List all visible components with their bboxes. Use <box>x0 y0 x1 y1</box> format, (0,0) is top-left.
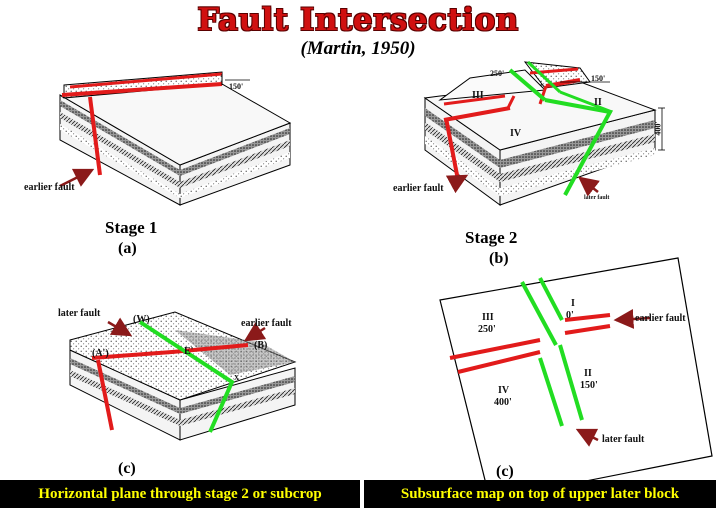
banner-right: Subsurface map on top of upper later blo… <box>364 480 716 508</box>
map-block-IV-name: IV <box>498 385 510 396</box>
slide-title: Fault Intersection <box>197 2 519 38</box>
banner-left: Horizontal plane through stage 2 or subc… <box>0 480 360 508</box>
panel-b-throw-1: 250' <box>490 69 505 78</box>
panel-c-left-block <box>69 311 297 441</box>
map-block-II-value: 150' <box>580 380 598 391</box>
panel-b-earlier-fault-label: earlier fault <box>393 183 444 194</box>
panel-c-left-point-b: (B) <box>254 340 268 351</box>
map-block-II-name: II <box>584 368 592 379</box>
panel-c-left-point-a: (A') <box>92 348 109 359</box>
panel-a-sub-label: (a) <box>118 240 137 257</box>
panel-b-stage-label: Stage 2 <box>465 228 518 247</box>
panel-a-earlier-fault-label: earlier fault <box>24 182 75 193</box>
panel-b-sub-label: (b) <box>489 250 509 267</box>
panel-b-block <box>423 60 665 206</box>
panel-b-depth-label: 400' <box>653 121 663 136</box>
panel-c-right-map <box>439 257 713 501</box>
panel-c-left-point-w: (W) <box>133 314 150 325</box>
panel-b-block-II: II <box>594 97 602 108</box>
panel-c-right-later-fault-label: later fault <box>602 434 645 445</box>
panel-b-throw-2: 150' <box>591 74 606 83</box>
map-block-I-value: 0' <box>566 310 574 321</box>
panel-c-left-earlier-fault-label: earlier fault <box>241 318 292 329</box>
map-block-III-name: III <box>482 312 494 323</box>
panel-c-left-point-e: E' <box>184 346 194 357</box>
map-block-I-name: I <box>571 298 575 309</box>
panel-a-stage-label: Stage 1 <box>105 218 158 237</box>
panel-c-right-sub-label: (c) <box>496 463 514 480</box>
panel-c-left-sub-label: (c) <box>118 460 136 477</box>
map-block-III-value: 250' <box>478 324 496 335</box>
panel-c-left-point-x: X <box>234 374 240 382</box>
panel-c-right-earlier-fault-label: earlier fault <box>635 313 686 324</box>
slide-subtitle: (Martin, 1950) <box>300 38 416 59</box>
panel-b-block-III: III <box>472 90 484 101</box>
panel-a-throw-label: 150' <box>229 82 244 91</box>
panel-c-left-later-fault-label: later fault <box>58 308 101 319</box>
panel-a-block <box>59 71 292 206</box>
panel-b-later-fault-label: later fault <box>584 195 610 201</box>
map-block-IV-value: 400' <box>494 397 512 408</box>
panel-b-block-IV: IV <box>510 128 522 139</box>
